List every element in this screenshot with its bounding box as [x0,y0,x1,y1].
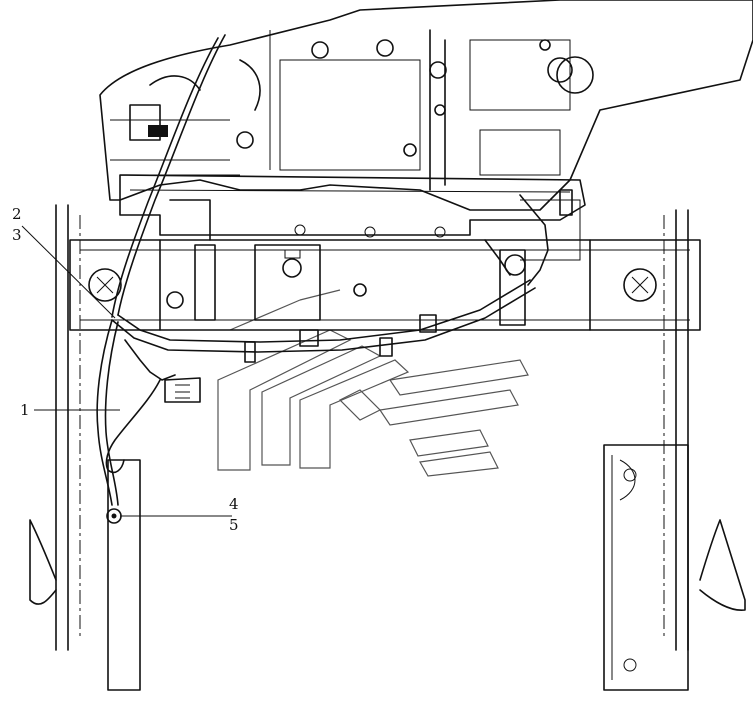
leader-lines [21,225,232,517]
callout-5: 5 [229,516,239,534]
leader-line-2-3 [21,225,116,319]
callout-1: 1 [20,401,30,419]
machinery-block [99,0,753,241]
callout-4: 4 [229,495,239,513]
bracket-plate [119,174,586,326]
watermark-logo [217,289,529,477]
cross-beam [69,239,701,331]
callout-2: 2 [12,205,22,223]
wiring-harness [96,34,549,524]
callout-3: 3 [12,226,22,244]
mast-frame [29,204,746,691]
